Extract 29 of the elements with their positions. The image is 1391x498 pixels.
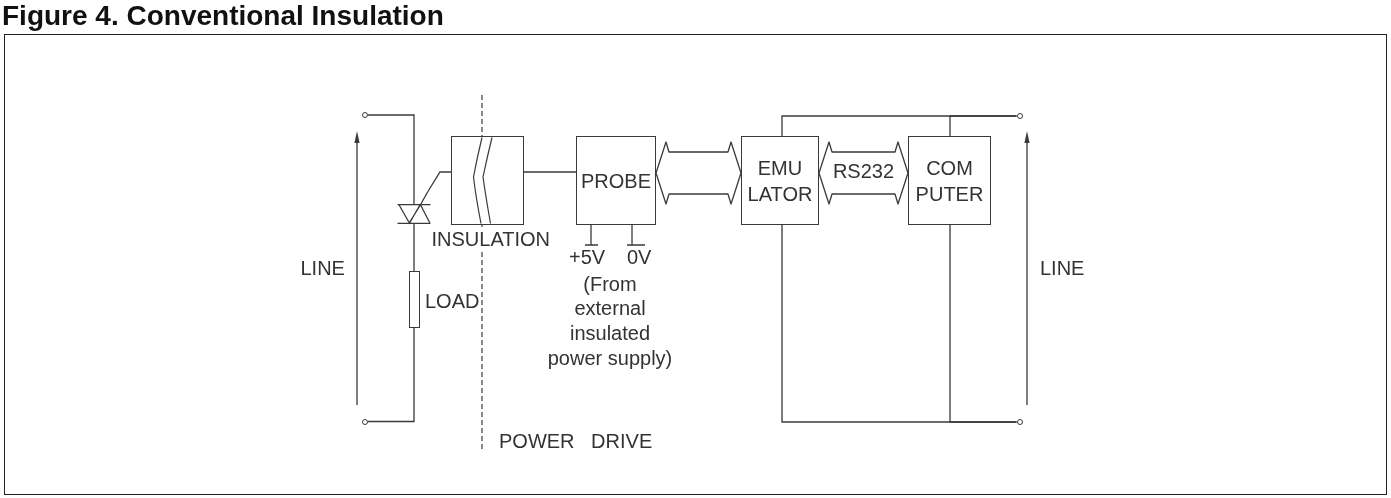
block-box: [741, 136, 819, 225]
pin-label: 0V: [627, 247, 652, 267]
connector-line: [426, 171, 452, 193]
voltage-label: LINE: [300, 258, 345, 278]
block-label: PROBE: [581, 168, 651, 194]
component-label: LOAD: [425, 291, 480, 311]
block-label: INSULATION: [431, 229, 551, 249]
section-label: POWER DRIVE: [499, 430, 653, 451]
note-text: (From external insulated power supply): [546, 271, 674, 371]
terminal-icon: [1016, 419, 1023, 425]
pin-label: +5V: [569, 247, 606, 267]
connector-line: [367, 114, 415, 193]
bus-arrow: [655, 141, 742, 205]
terminal-icon: [362, 112, 368, 118]
connector-line: [523, 171, 577, 173]
connector-line: [413, 235, 415, 272]
block-label: EMU LATOR: [746, 155, 814, 207]
terminal-icon: [362, 418, 368, 425]
connector-line: [949, 224, 1018, 423]
triac-symbol: [397, 192, 431, 236]
connector-line: [367, 327, 415, 423]
bus-arrow: [818, 141, 909, 205]
block-box: [576, 136, 656, 225]
voltage-label: LINE: [1040, 258, 1085, 278]
terminal-icon: [1016, 113, 1023, 119]
figure-title: Figure 4. Conventional Insulation: [2, 0, 444, 32]
connector-line: [949, 115, 1018, 137]
block-label: COM PUTER: [914, 155, 985, 207]
block-box: [908, 136, 991, 225]
